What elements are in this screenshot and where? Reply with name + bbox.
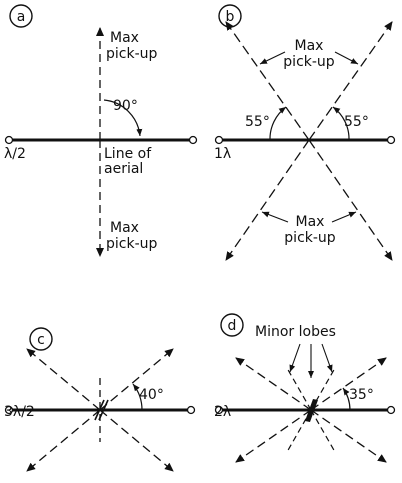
panel-b-bottom-label-1: Max — [296, 214, 325, 230]
panel-a-length-label: λ/2 — [4, 146, 26, 162]
panel-d-lobe-upper-left — [235, 357, 312, 411]
panel-b-aerial-end-left — [214, 135, 224, 145]
panel-b-lobe-upper-left — [225, 21, 310, 141]
panel-a-badge-letter: a — [17, 9, 26, 25]
panel-d-lobe-lower-right — [310, 409, 387, 463]
panel-b-angle-right: 55° — [344, 114, 369, 130]
panel-d-angle-label: 35° — [349, 387, 374, 403]
panel-a-bottom-label-2: pick-up — [106, 236, 158, 252]
panel-a-top-label-2: pick-up — [106, 46, 158, 62]
panel-c-aerial-end-right — [186, 405, 196, 415]
panel-c-center-mark-1 — [94, 399, 105, 421]
panel-d-aerial-end-right — [386, 405, 396, 415]
panel-b-length-label: 1λ — [214, 146, 231, 162]
panel-b-angle-arc-left — [269, 106, 287, 141]
panel-b-lobe-lower-right — [308, 139, 393, 261]
panel-a-line-label-2: aerial — [104, 161, 143, 177]
panel-b-aerial-end-right — [386, 135, 396, 145]
panel-c-length-label: 3λ/2 — [4, 404, 35, 420]
panel-d-lobe-lower-left — [235, 409, 312, 463]
panel-b-lobe-upper-right — [308, 21, 393, 141]
panel-c-lobe-upper-right — [99, 348, 174, 411]
panel-d-length-label: 2λ — [214, 404, 231, 420]
panel-d-badge-letter: d — [228, 318, 237, 334]
panel-b-lobe-lower-left — [225, 139, 310, 261]
panel-b-bottom-leader-left — [261, 211, 289, 223]
panel-c-angle-label: 40° — [139, 387, 164, 403]
panel-a: a Max pick-up 90° λ/2 Line of aerial Max… — [4, 4, 198, 257]
panel-d-minor-leader-right — [321, 343, 333, 373]
panel-a-aerial-end-left — [4, 135, 14, 145]
panel-d-minor-lobe-2 — [310, 367, 336, 411]
panel-b-bottom-leader-right — [331, 211, 357, 223]
panel-a-angle-arc — [103, 99, 143, 137]
panel-d-minor-lobe-4 — [310, 409, 336, 453]
panel-c-badge-circle — [29, 327, 53, 351]
panel-a-line-label-1: Line of — [104, 146, 152, 162]
panel-b-angle-left: 55° — [245, 114, 270, 130]
panel-b-bottom-label-2: pick-up — [284, 230, 336, 246]
panel-b-badge-letter: b — [226, 9, 235, 25]
panel-d-minor-lobe-3 — [286, 409, 312, 453]
panel-a-aerial-end-right — [188, 135, 198, 145]
panel-c-center-mark-2 — [98, 399, 109, 421]
panel-b-angle-arc-right — [332, 106, 350, 141]
panel-b: b Max pick-up 55° 55° 1λ Max pick-up — [214, 4, 396, 261]
panel-c-aerial-end-left — [4, 405, 14, 415]
panel-d-minor-leader-left — [289, 343, 301, 373]
panel-d-angle-arc — [342, 387, 351, 411]
panel-d-lobe-upper-right — [310, 357, 387, 411]
panel-d-minor-lobe-1 — [286, 367, 312, 411]
panel-a-bottom-label-1: Max — [110, 220, 139, 236]
panel-b-top-leader-right — [334, 51, 359, 65]
panel-a-top-label-1: Max — [110, 30, 139, 46]
panel-c-lobe-lower-left — [26, 409, 101, 472]
panel-a-angle-label: 90° — [113, 98, 138, 114]
panel-d-minor-lobes-label: Minor lobes — [255, 324, 336, 340]
panel-b-top-label-1: Max — [295, 38, 324, 54]
panel-c-lobe-upper-left — [26, 348, 101, 411]
panel-c-lobe-lower-right — [99, 409, 174, 472]
panel-b-top-leader-left — [259, 51, 286, 65]
panel-d-center-mark — [305, 399, 318, 422]
panel-c: c 40° 3λ/2 — [4, 327, 196, 472]
panel-d-aerial-end-left — [214, 405, 224, 415]
panel-b-top-label-2: pick-up — [283, 54, 335, 70]
panel-d-badge-circle — [220, 313, 244, 337]
panel-c-angle-arc — [132, 383, 143, 411]
panel-a-badge-circle — [9, 4, 33, 28]
panel-d: d Minor lobes 35° 2λ — [214, 313, 396, 463]
panel-c-badge-letter: c — [37, 332, 45, 348]
